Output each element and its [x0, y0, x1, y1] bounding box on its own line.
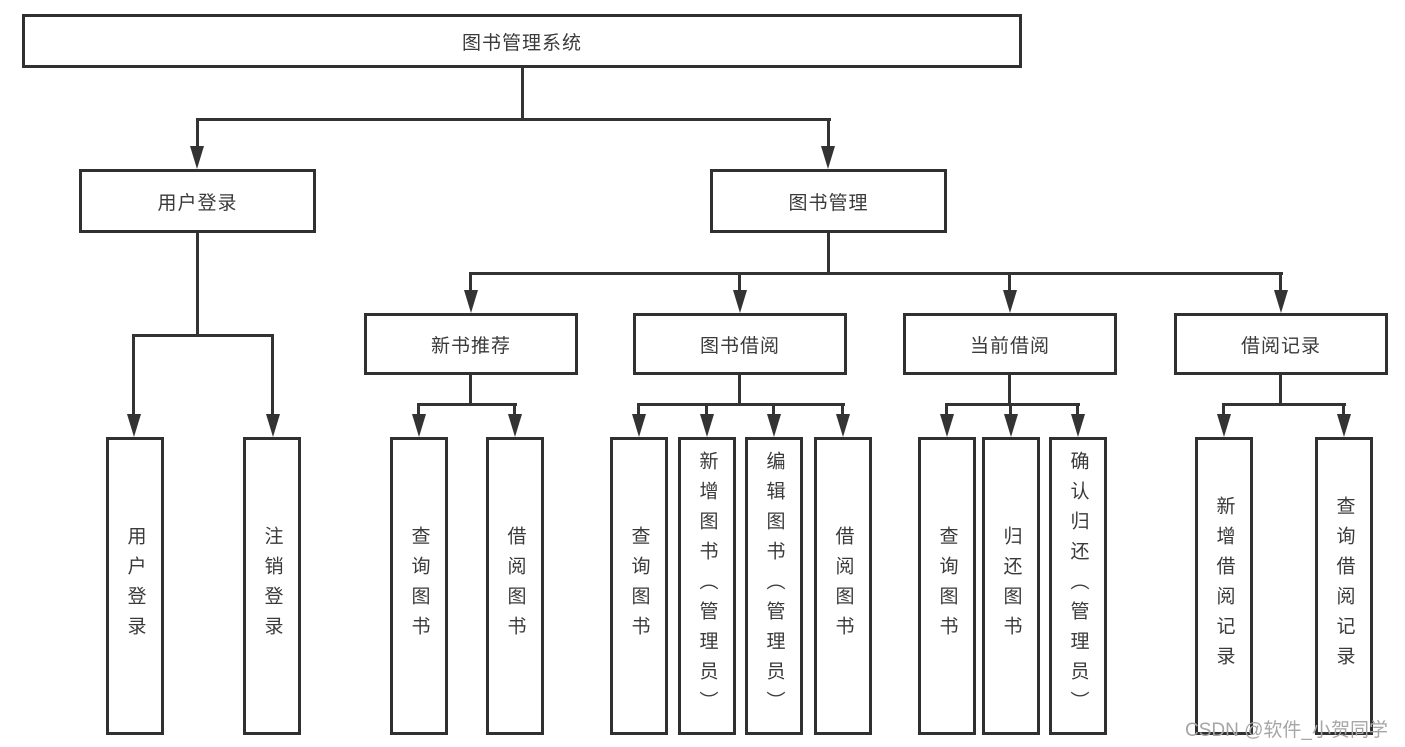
node-book-management: 图书管理 [710, 169, 947, 233]
node-label: 用户登录 [124, 526, 146, 646]
arrowhead-down-icon [836, 414, 850, 437]
connector-mgmt-drop-4 [1279, 272, 1282, 291]
node-label: 编辑图书（管理员） [763, 451, 785, 721]
arrowhead-down-icon [632, 414, 646, 437]
connector-current-stem [1008, 375, 1011, 405]
leaf-logout: 注销登录 [243, 437, 301, 735]
connector-borrowing-drop-4 [841, 403, 844, 415]
connector-borrowing-drop-3 [772, 403, 775, 415]
arrowhead-down-icon [1337, 414, 1351, 437]
arrowhead-down-icon [1004, 414, 1018, 437]
node-label: 确认归还（管理员） [1067, 451, 1089, 721]
leaf-query-books-recommend: 查询图书 [390, 437, 448, 735]
arrowhead-down-icon [190, 146, 204, 169]
node-label: 图书借阅 [699, 335, 780, 357]
csdn-watermark: CSDN @软件_小贺同学 [1185, 720, 1388, 741]
node-user-login-group: 用户登录 [79, 169, 316, 233]
arrowhead-down-icon [412, 414, 426, 437]
arrowhead-down-icon [940, 414, 954, 437]
node-label: 图书管理 [788, 192, 869, 214]
node-root-library-system: 图书管理系统 [22, 14, 1022, 68]
connector-records-crossbar [1222, 403, 1346, 406]
arrowhead-down-icon [266, 414, 280, 437]
leaf-add-borrow-record: 新增借阅记录 [1195, 437, 1253, 735]
connector-mgmt-drop-1 [469, 272, 472, 291]
arrowhead-down-icon [821, 146, 835, 169]
node-label: 查询图书 [936, 526, 958, 646]
connector-current-drop-3 [1076, 403, 1079, 415]
arrowhead-down-icon [464, 290, 478, 313]
arrowhead-down-icon [127, 414, 141, 437]
connector-recommend-crossbar [417, 403, 517, 406]
node-label: 查询图书 [628, 526, 650, 646]
arrowhead-down-icon [1217, 414, 1231, 437]
connector-mgmt-drop-2 [738, 272, 741, 291]
arrowhead-down-icon [1274, 290, 1288, 313]
node-book-borrowing: 图书借阅 [633, 313, 847, 375]
leaf-user-login: 用户登录 [106, 437, 164, 735]
node-label: 归还图书 [1000, 526, 1022, 646]
connector-borrowing-drop-2 [705, 403, 708, 415]
leaf-edit-book-admin: 编辑图书（管理员） [745, 437, 803, 735]
connector-current-drop-1 [945, 403, 948, 415]
arrowhead-down-icon [508, 414, 522, 437]
node-label: 借阅图书 [832, 526, 854, 646]
node-label: 查询借阅记录 [1333, 496, 1355, 676]
leaf-borrow-books-recommend: 借阅图书 [486, 437, 544, 735]
connector-mgmt-drop-3 [1008, 272, 1011, 291]
connector-root-crossbar [196, 118, 831, 121]
connector-root-stem [521, 68, 524, 119]
connector-current-crossbar [945, 403, 1080, 406]
connector-records-drop-1 [1222, 403, 1225, 415]
node-label: 查询图书 [408, 526, 430, 646]
connector-recommend-drop-1 [417, 403, 420, 415]
leaf-add-book-admin: 新增图书（管理员） [678, 437, 736, 735]
arrowhead-down-icon [767, 414, 781, 437]
node-label: 用户登录 [157, 192, 238, 214]
arrowhead-down-icon [733, 290, 747, 313]
connector-mgmt-crossbar [469, 272, 1283, 275]
node-current-borrowing: 当前借阅 [903, 313, 1117, 375]
connector-current-drop-2 [1009, 403, 1012, 415]
connector-login-right-drop [271, 334, 274, 414]
arrowhead-down-icon [700, 414, 714, 437]
connector-recommend-stem [469, 375, 472, 405]
node-label: 当前借阅 [969, 335, 1050, 357]
connector-records-stem [1279, 375, 1282, 405]
node-label: 新书推荐 [430, 335, 511, 357]
connector-records-drop-2 [1342, 403, 1345, 415]
node-label: 新增借阅记录 [1213, 496, 1235, 676]
leaf-query-books-current: 查询图书 [918, 437, 976, 735]
leaf-borrow-books-borrowing: 借阅图书 [814, 437, 872, 735]
connector-login-left-drop [132, 334, 135, 414]
node-label: 借阅记录 [1240, 335, 1321, 357]
leaf-query-books-borrowing: 查询图书 [610, 437, 668, 735]
connector-login-crossbar [132, 334, 274, 337]
connector-borrowing-stem [738, 375, 741, 405]
node-label: 图书管理系统 [461, 32, 582, 54]
connector-borrowing-drop-1 [637, 403, 640, 415]
node-label: 注销登录 [261, 526, 283, 646]
node-label: 新增图书（管理员） [696, 451, 718, 721]
connector-mgmt-stem [827, 233, 830, 274]
leaf-query-borrow-record: 查询借阅记录 [1315, 437, 1373, 735]
leaf-return-book: 归还图书 [982, 437, 1040, 735]
connector-root-left-drop [196, 118, 199, 147]
connector-recommend-drop-2 [513, 403, 516, 415]
arrowhead-down-icon [1003, 290, 1017, 313]
node-label: 借阅图书 [504, 526, 526, 646]
arrowhead-down-icon [1071, 414, 1085, 437]
connector-root-right-drop [827, 118, 830, 147]
node-new-book-recommend: 新书推荐 [364, 313, 578, 375]
connector-login-stem [196, 233, 199, 336]
leaf-confirm-return-admin: 确认归还（管理员） [1049, 437, 1107, 735]
connector-borrowing-crossbar [637, 403, 845, 406]
node-borrowing-records: 借阅记录 [1174, 313, 1388, 375]
